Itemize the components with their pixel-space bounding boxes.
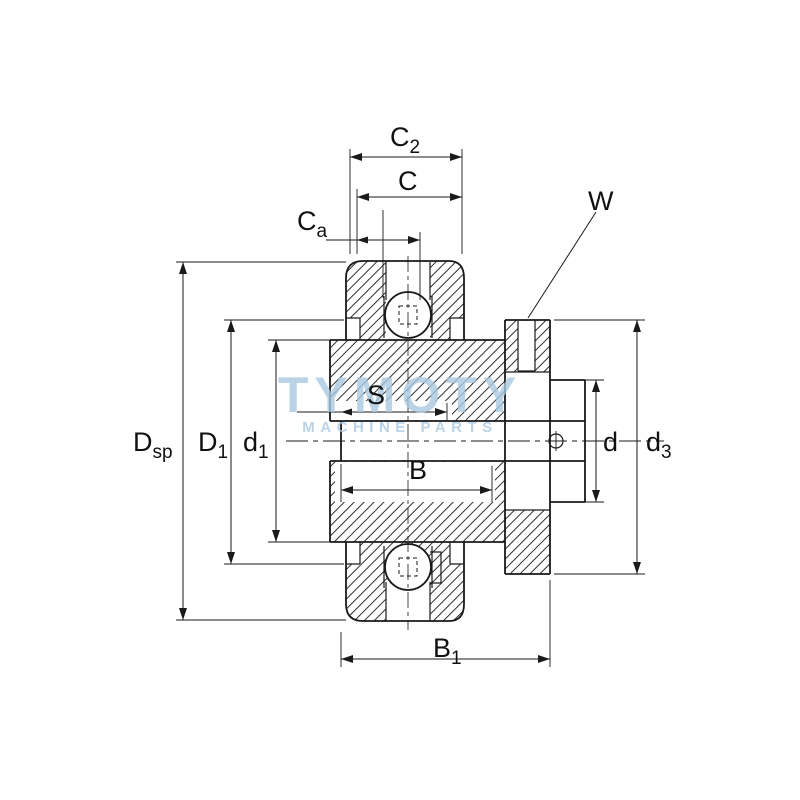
label-d1-outer: D1 bbox=[198, 427, 228, 463]
label-b1: B1 bbox=[433, 633, 462, 669]
setscrew-slot bbox=[518, 321, 535, 371]
watermark-title: TYMOTY bbox=[278, 367, 522, 423]
label-d1-inner: d1 bbox=[243, 427, 269, 463]
dimension-b bbox=[340, 464, 493, 502]
label-w: W bbox=[588, 186, 614, 216]
label-c2: C2 bbox=[390, 122, 420, 158]
label-d-bore: d bbox=[603, 427, 618, 457]
collar-bottom-section bbox=[505, 510, 550, 574]
dimension-c bbox=[356, 189, 462, 254]
dimension-b1 bbox=[340, 580, 551, 667]
label-b: B bbox=[409, 455, 427, 485]
dimensions bbox=[176, 149, 645, 667]
watermark: TYMOTY MACHINE PARTS bbox=[278, 367, 522, 436]
dimension-dsp bbox=[176, 261, 346, 621]
watermark-subtitle: MACHINE PARTS bbox=[302, 419, 497, 436]
label-s: S bbox=[367, 380, 385, 410]
label-d3: d3 bbox=[646, 427, 672, 463]
dimension-d1-inner bbox=[268, 339, 336, 543]
label-dsp: Dsp bbox=[133, 427, 173, 463]
dimension-labels: C2 C Ca W Dsp D1 d1 S B d d3 B1 bbox=[133, 122, 672, 669]
dimension-d3 bbox=[554, 319, 645, 575]
dimension-c2 bbox=[349, 149, 463, 254]
label-c: C bbox=[398, 166, 418, 196]
dimension-ca bbox=[326, 232, 421, 300]
s-dimension-mask bbox=[288, 401, 452, 420]
white-cutouts bbox=[288, 262, 535, 621]
dimension-d-bore bbox=[552, 379, 604, 503]
dimension-s bbox=[297, 403, 448, 420]
dimension-w-leader bbox=[527, 211, 597, 319]
label-ca: Ca bbox=[297, 206, 328, 242]
b-dimension-mask bbox=[335, 462, 495, 502]
centerlines bbox=[286, 256, 664, 630]
dimension-d1-outer bbox=[224, 319, 344, 565]
